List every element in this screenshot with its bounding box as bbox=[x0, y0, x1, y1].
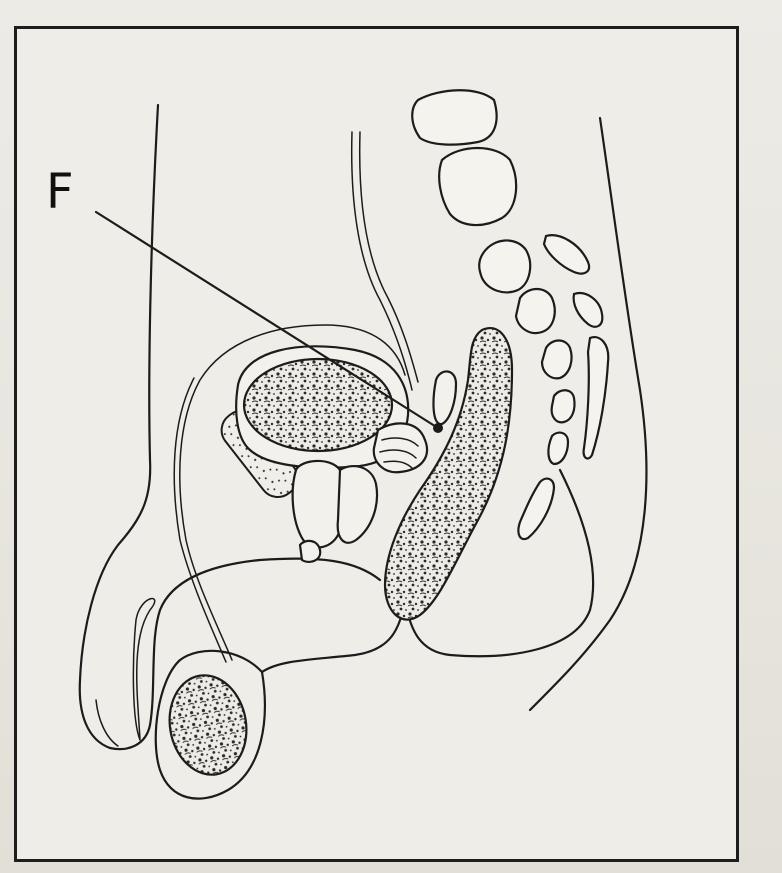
posterior-process-2 bbox=[574, 293, 603, 327]
vas-deferens-inner bbox=[174, 378, 226, 662]
vertebra-l5 bbox=[439, 148, 516, 225]
penis-inner-line bbox=[96, 700, 118, 746]
vertebra-s4 bbox=[552, 390, 575, 422]
vertebra-s5 bbox=[548, 433, 568, 464]
posterior-process-3 bbox=[584, 337, 609, 458]
vertebra-s2 bbox=[516, 289, 555, 333]
testis bbox=[162, 669, 254, 781]
perineum bbox=[262, 600, 405, 672]
posterior-process-1 bbox=[544, 235, 589, 273]
anterior-body-wall bbox=[80, 105, 158, 748]
seminal-vesicle bbox=[374, 423, 427, 472]
vertebra-l4 bbox=[412, 90, 496, 144]
ampulla bbox=[434, 371, 456, 424]
coccyx bbox=[518, 479, 554, 539]
urethra-bulb bbox=[300, 541, 320, 562]
vertebra-s1 bbox=[479, 240, 530, 292]
bladder-lumen bbox=[244, 359, 392, 451]
vertebra-s3 bbox=[542, 341, 572, 379]
figure-label-f: F bbox=[46, 168, 74, 216]
prostate-lobe bbox=[338, 466, 377, 543]
ureter-inner bbox=[360, 132, 418, 382]
